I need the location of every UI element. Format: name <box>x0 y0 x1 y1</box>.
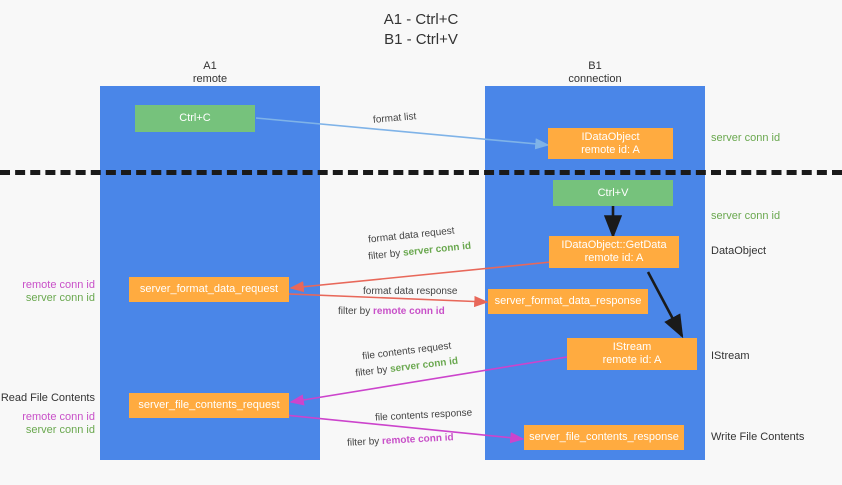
box-getdata-line1: IDataObject::GetData <box>561 239 667 251</box>
box-file-resp-label: server_file_contents_response <box>529 431 679 443</box>
left-label-server-conn-id-2: server conn id <box>25 424 95 436</box>
diagram-title: A1 - Ctrl+C B1 - Ctrl+V <box>0 10 842 50</box>
box-idataobject-line2: remote id: A <box>581 143 640 156</box>
left-label-remote-conn-id-2: remote conn id <box>22 411 95 423</box>
lane-header-a1: A1 remote <box>100 60 320 86</box>
box-istream[interactable]: IStream remote id: A <box>567 338 697 370</box>
left-label-remote-conn-id-1: remote conn id <box>22 279 95 291</box>
lane-a1-name: A1 <box>203 60 217 72</box>
box-ctrl-c-label: Ctrl+C <box>179 112 211 124</box>
fd-resp-prefix: filter by <box>338 306 374 317</box>
box-ctrl-c[interactable]: Ctrl+C <box>135 105 255 132</box>
right-label-server-conn-id-2: server conn id <box>711 210 781 222</box>
edge-label-fd-response-line1: format data response <box>363 286 458 297</box>
fc-resp-key: remote conn id <box>381 432 454 447</box>
box-istream-line2: remote id: A <box>602 354 662 366</box>
box-fmt-req-label: server_format_data_request <box>139 283 279 295</box>
box-fmt-resp-label: server_format_data_response <box>494 295 642 307</box>
box-server-format-data-request[interactable]: server_format_data_request <box>129 277 289 302</box>
box-istream-line1: IStream <box>612 341 652 353</box>
box-getdata-line2: remote id: A <box>584 252 644 264</box>
box-server-format-data-response[interactable]: server_format_data_response <box>488 289 648 314</box>
lane-header-b1: B1 connection <box>485 60 705 86</box>
edge-label-fc-response-line2: filter by remote conn id <box>347 431 454 450</box>
right-label-write-file-contents: Write File Contents <box>711 431 805 443</box>
lane-a1-sub: remote <box>192 73 228 85</box>
left-label-read-file-contents: Read File Contents <box>0 392 95 404</box>
lane-b1-name: B1 <box>588 60 602 72</box>
edge-label-fc-response-line1: file contents response <box>374 407 473 424</box>
box-file-req-label: server_file_contents_request <box>138 399 280 411</box>
edge-label-fd-response-line2: filter by remote conn id <box>338 305 445 318</box>
box-ctrl-v-label: Ctrl+V <box>597 186 629 199</box>
edge-label-format-list: format list <box>372 111 417 126</box>
box-server-file-contents-request[interactable]: server_file_contents_request <box>129 393 289 418</box>
box-getdata[interactable]: IDataObject::GetData remote id: A <box>549 236 679 268</box>
box-server-file-contents-response[interactable]: server_file_contents_response <box>524 425 684 450</box>
lane-b1-sub: connection <box>568 73 622 85</box>
box-idataobject[interactable]: IDataObject remote id: A <box>548 128 673 159</box>
right-label-istream: IStream <box>711 350 750 362</box>
phase-divider <box>0 170 842 175</box>
left-label-server-conn-id-1: server conn id <box>25 292 95 304</box>
right-label-server-conn-id-1: server conn id <box>711 132 781 144</box>
fc-resp-prefix: filter by <box>346 435 383 449</box>
title-line-2: B1 - Ctrl+V <box>384 31 458 48</box>
box-ctrl-v[interactable]: Ctrl+V <box>553 180 673 206</box>
fd-resp-key: remote conn id <box>373 306 445 317</box>
fc-req-prefix: filter by <box>354 364 391 380</box>
fd-req-key: server conn id <box>402 240 472 259</box>
fd-req-prefix: filter by <box>367 247 404 263</box>
title-line-1: A1 - Ctrl+C <box>383 11 459 28</box>
right-label-dataobject: DataObject <box>711 245 767 257</box>
box-idataobject-line1: IDataObject <box>581 130 640 143</box>
